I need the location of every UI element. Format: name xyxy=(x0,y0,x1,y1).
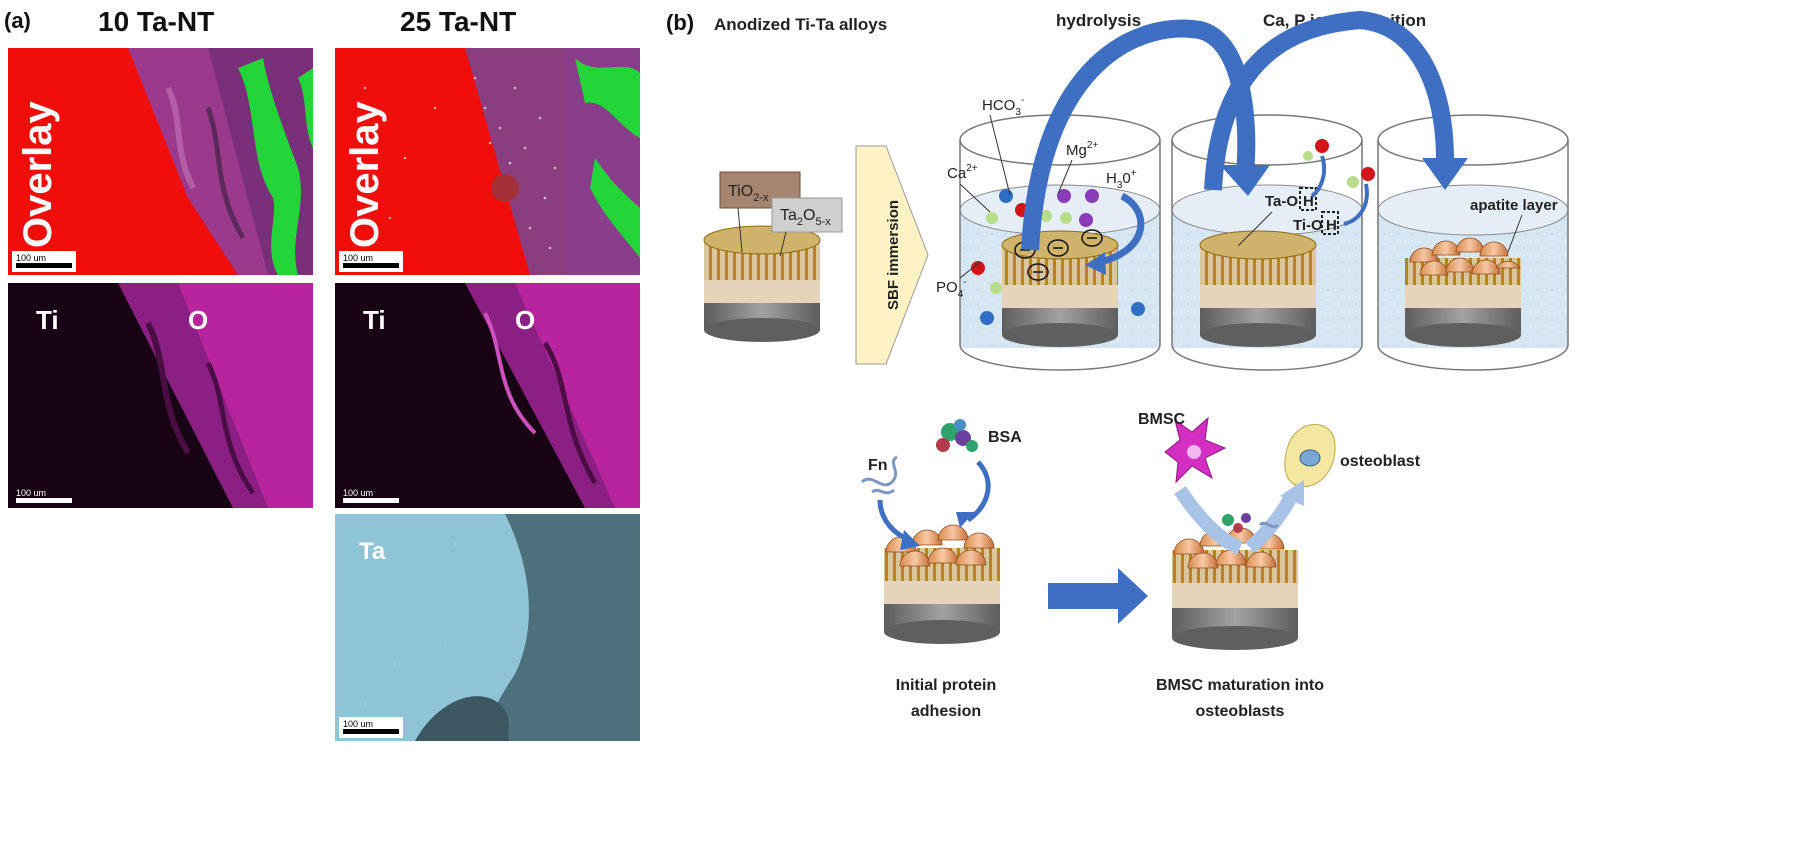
po4-label: PO4- xyxy=(936,277,967,300)
scale-bar: 100 um xyxy=(339,717,403,738)
tio2-label: TiO2-x xyxy=(728,183,769,204)
anodized-sample xyxy=(703,225,821,342)
scale-text: 100 um xyxy=(343,253,374,263)
hydrolysis-arrow xyxy=(1021,19,1256,251)
col-title-10ta: 10 Ta-NT xyxy=(98,6,215,37)
hco3-label: HCO3- xyxy=(982,95,1024,118)
overlay-map-10ta: Overlay 100 um xyxy=(8,48,313,275)
scale-text: 100 um xyxy=(16,253,47,263)
ta-label: Ta xyxy=(359,538,386,565)
maturation-label-2: osteoblasts xyxy=(1196,703,1285,720)
beaker-apatite xyxy=(1377,114,1569,371)
overlay-map-25ta: Overlay 100 um xyxy=(335,48,640,275)
panel-a-label: (a) xyxy=(4,8,31,33)
beaker-deposition xyxy=(1171,114,1375,371)
bsa-arrow-head xyxy=(956,512,974,528)
ta2o5-pointer xyxy=(779,231,787,257)
overlay-label: Overlay xyxy=(343,101,387,248)
h-label-1: H xyxy=(1303,193,1314,210)
adsorbed-proteins xyxy=(1222,513,1280,533)
apatite-domes xyxy=(1409,237,1521,276)
sbf-arrow xyxy=(855,145,929,365)
sbf-label: SBF immersion xyxy=(885,200,902,310)
ti-label: Ti xyxy=(363,305,386,335)
ion-curl-1 xyxy=(1310,155,1327,198)
bmsc-label: BMSC xyxy=(1138,411,1186,428)
ta-o-label: Ta-O xyxy=(1265,193,1298,210)
ti-o-map-25ta: Ti O 100 um xyxy=(335,283,640,508)
apatite-pointer xyxy=(1507,214,1523,253)
ti-o-map-10ta: Ti O 100 um xyxy=(8,283,313,508)
scale-bar: 100 um xyxy=(12,251,76,272)
bsa-arrow xyxy=(966,460,991,523)
bmsc-down-arrow xyxy=(1174,486,1243,555)
scale-bar: 100 um xyxy=(339,251,403,272)
panel-b-label: (b) xyxy=(666,10,694,35)
ta-o-pointer xyxy=(1237,211,1273,247)
osteoblast-label: osteoblast xyxy=(1340,453,1421,470)
ca-pointer xyxy=(959,183,991,213)
po4-pointer xyxy=(959,261,981,279)
hco3-pointer xyxy=(989,114,1011,196)
osteo-up-arrow-head xyxy=(1280,480,1304,506)
scale-text: 100 um xyxy=(343,719,374,729)
apatite-label: apatite layer xyxy=(1470,197,1558,214)
h-label-2: H xyxy=(1326,217,1337,234)
protein-adhesion-sample xyxy=(884,524,1000,644)
fn-label: Fn xyxy=(868,457,888,474)
ta-map-25ta: Ta 100 um xyxy=(335,514,640,741)
beaker-hydrolysis xyxy=(959,114,1161,371)
ta2o5-box xyxy=(771,197,843,233)
h3o-curl-arrow xyxy=(1099,192,1145,266)
h3o-label: H30+ xyxy=(1106,168,1137,191)
deposition-arrow-1 xyxy=(1204,10,1454,191)
mg-pointer xyxy=(1057,159,1073,195)
bsa-label: BSA xyxy=(988,429,1022,446)
tio2-pointer xyxy=(737,207,743,253)
ion-curl-2 xyxy=(1343,183,1369,226)
ca-label: Ca2+ xyxy=(947,163,978,182)
maturation-label-1: BMSC maturation into xyxy=(1156,677,1324,694)
osteoblast-cell xyxy=(1284,424,1336,487)
o-label: O xyxy=(515,305,536,335)
bmsc-cell xyxy=(1164,416,1227,484)
anodized-title: Anodized Ti-Ta alloys xyxy=(714,15,887,34)
overlay-label: Overlay xyxy=(16,101,60,248)
fn-arrow-head xyxy=(900,530,920,550)
fn-protein xyxy=(860,455,898,495)
o-label: O xyxy=(188,305,209,335)
ti-o-label: Ti-O xyxy=(1293,217,1323,234)
hydrolysis-arrow-head xyxy=(1220,165,1270,196)
ti-label: Ti xyxy=(36,305,59,335)
ta2o5-label: Ta2O5-x xyxy=(780,207,831,228)
mg-label: Mg2+ xyxy=(1066,140,1098,159)
initial-label-1: Initial protein xyxy=(896,677,996,694)
maturation-arrow xyxy=(1048,568,1148,624)
scale-text: 100 um xyxy=(343,488,374,498)
scale-bar: 100 um xyxy=(339,486,403,507)
hydrolysis-label: hydrolysis xyxy=(1056,11,1141,30)
initial-label-2: adhesion xyxy=(911,703,981,720)
h3o-curl-head xyxy=(1085,252,1106,275)
scale-text: 100 um xyxy=(16,488,47,498)
mechanism-diagram: (b) Anodized Ti-Ta alloys hydrolysis Ca,… xyxy=(660,0,1800,849)
scale-bar: 100 um xyxy=(12,486,76,507)
bsa-protein xyxy=(936,419,978,452)
deposition-arrow-head xyxy=(1422,158,1468,190)
col-title-25ta: 25 Ta-NT xyxy=(400,6,517,37)
